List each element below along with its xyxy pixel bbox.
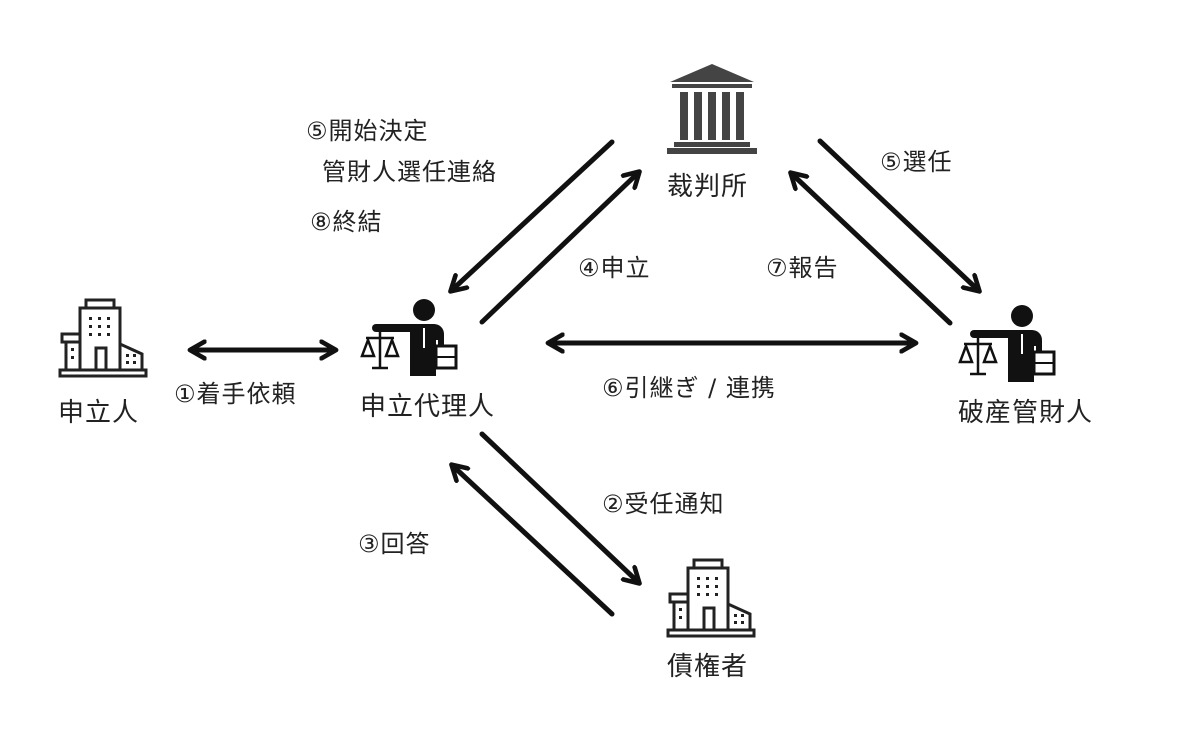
edge-2-label: ②受任通知 bbox=[602, 490, 725, 518]
lawyer-icon bbox=[958, 305, 1056, 382]
edge-5b-label: ⑤選任 bbox=[880, 148, 953, 176]
edge-6-label: ⑥引継ぎ / 連携 bbox=[602, 374, 776, 402]
node-court-label: 裁判所 bbox=[667, 172, 749, 202]
node-creditor-label: 債権者 bbox=[667, 652, 749, 682]
arrow-5-court-trustee bbox=[817, 138, 978, 290]
node-agent-label: 申立代理人 bbox=[360, 392, 496, 422]
edge-8-label: ⑧終結 bbox=[310, 208, 383, 236]
edge-5a-label-line1: ⑤開始決定 bbox=[306, 117, 429, 145]
node-applicant-label: 申立人 bbox=[58, 398, 140, 428]
arrow-4-agent-court bbox=[479, 173, 638, 325]
lawyer-icon bbox=[360, 299, 458, 376]
building-icon bbox=[58, 298, 148, 378]
edge-5a-label-line2: 管財人選任連絡 bbox=[322, 158, 497, 186]
edge-3-label: ③回答 bbox=[358, 530, 431, 558]
edge-7-label: ⑦報告 bbox=[766, 254, 839, 282]
building-icon bbox=[666, 558, 756, 638]
edge-4-label: ④申立 bbox=[578, 254, 651, 282]
arrow-5-court-agent bbox=[452, 139, 615, 290]
arrow-7-trustee-court bbox=[792, 174, 953, 326]
arrow-3-creditor-agent bbox=[453, 466, 615, 617]
courthouse-icon bbox=[667, 64, 757, 154]
node-trustee-label: 破産管財人 bbox=[958, 398, 1094, 428]
arrow-2-agent-creditor bbox=[479, 431, 638, 582]
edge-1-label: ①着手依頼 bbox=[174, 380, 297, 408]
